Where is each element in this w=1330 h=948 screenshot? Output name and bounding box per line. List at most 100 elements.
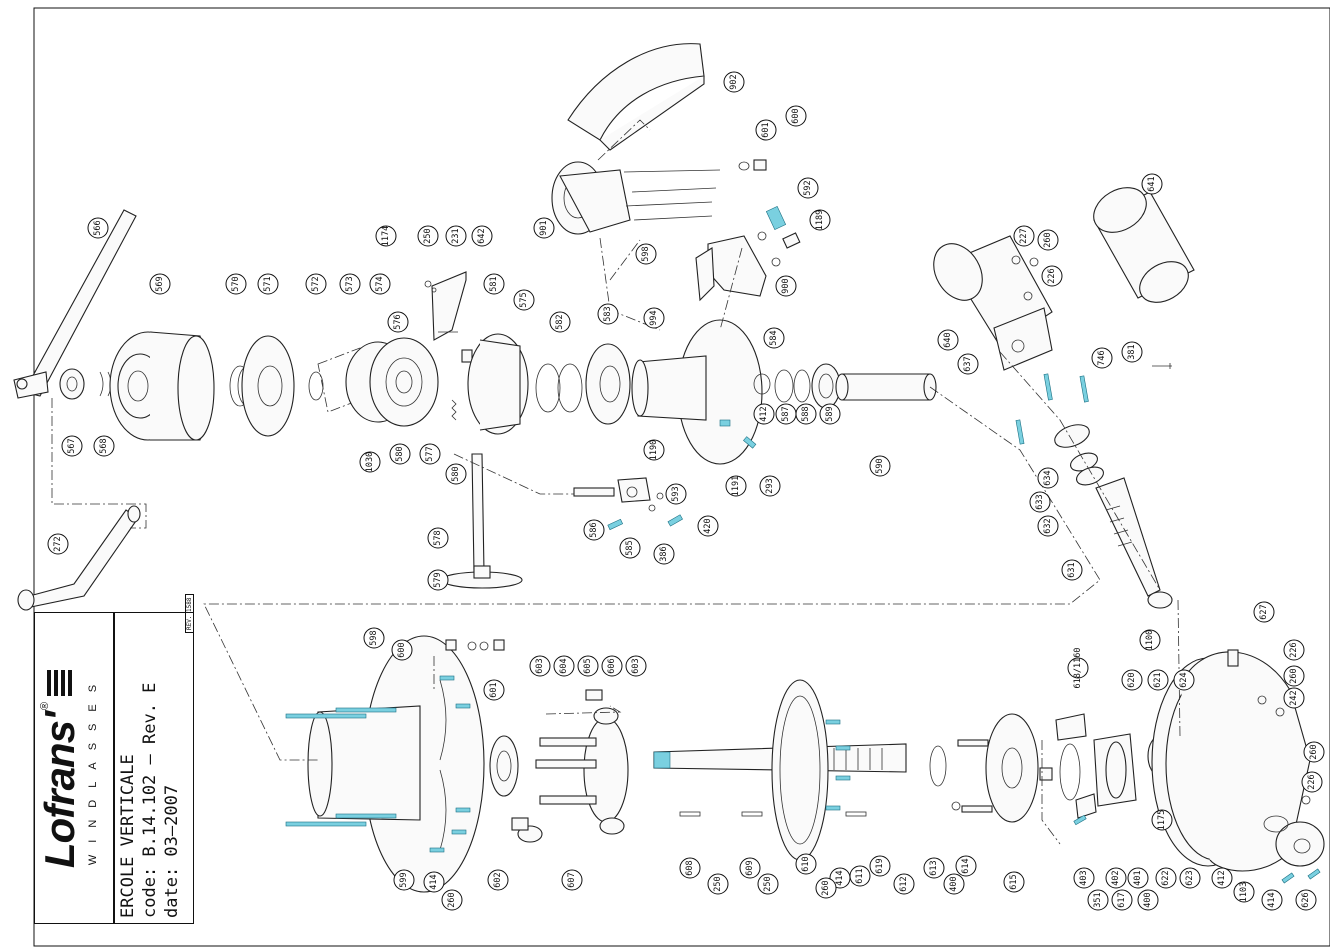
part-number: 605 [583, 658, 593, 673]
part-number: 578 [433, 530, 443, 545]
part-callout-612: 612 [893, 873, 915, 895]
part-number: 586 [589, 522, 599, 537]
part-number: 1103 [1239, 882, 1249, 902]
part-number: 1100 [1145, 630, 1155, 650]
part-callout-572: 572 [305, 273, 327, 295]
part-number: 1191 [731, 476, 741, 496]
part-callout-272: 272 [47, 533, 69, 555]
part-callout-227: 227 [1013, 225, 1035, 247]
part-number: 400 [949, 876, 959, 891]
part-callout-1189: 1189 [809, 209, 831, 231]
title-block: Lofrans' ® WINDLASSES ERCOLE VERTICALE c… [34, 594, 194, 924]
part-callout-293: 293 [759, 475, 781, 497]
part-number: 603 [535, 658, 545, 673]
center-lines [51, 119, 1181, 845]
part-callout-613: 613 [923, 857, 945, 879]
part-callout-609: 609 [739, 857, 761, 879]
part-callout-351: 351 [1087, 889, 1109, 911]
hub-1175 [1093, 733, 1137, 807]
part-number: 570 [231, 276, 241, 291]
part-number: 250 [713, 876, 723, 891]
part-callout-601: 601 [755, 119, 777, 141]
part-callout-603: 603 [529, 655, 551, 677]
part-callout-566: 566 [87, 217, 109, 239]
spring-577 [451, 399, 457, 421]
part-number: 994 [649, 310, 659, 325]
nuts-600-601-lower [445, 639, 505, 651]
part-callout-620: 620 [1121, 669, 1143, 691]
part-number: 631 [1067, 562, 1077, 577]
part-callout-1103: 1103 [1233, 881, 1255, 903]
part-callout-250: 250 [757, 873, 779, 895]
model-name: ERCOLE VERTICALE [118, 754, 138, 918]
logo-stripes [47, 669, 72, 696]
part-callout-632: 632 [1037, 515, 1059, 537]
part-number: 401 [1133, 870, 1143, 885]
part-number: 902 [729, 74, 739, 89]
part-number: 593 [671, 486, 681, 501]
circlip-613 [929, 745, 947, 787]
part-number: 601 [761, 122, 771, 137]
part-number: 231 [451, 228, 461, 243]
part-callout-604: 604 [553, 655, 575, 677]
part-number: 610 [801, 856, 811, 871]
part-number: 1190 [649, 440, 659, 460]
part-number: 641 [1147, 176, 1157, 191]
studs-598 [623, 169, 721, 221]
part-number: 599 [399, 872, 409, 887]
part-number: 619 [875, 858, 885, 873]
part-callout-403: 403 [1073, 867, 1095, 889]
part-callout-573: 573 [339, 273, 361, 295]
part-number: 623 [1185, 870, 1195, 885]
part-callout-226: 226 [1041, 265, 1063, 287]
ring-572 [308, 371, 324, 401]
part-callout-634: 634 [1037, 467, 1059, 489]
part-number: 571 [263, 276, 273, 291]
screws-226-227-260 [1011, 255, 1039, 301]
part-callout-746: 746 [1091, 347, 1113, 369]
part-callout-585: 585 [619, 537, 641, 559]
part-callout-386: 386 [653, 543, 675, 565]
part-number: 226 [1289, 642, 1299, 657]
part-callout-250: 250 [707, 873, 729, 895]
part-callout-627: 627 [1253, 601, 1275, 623]
key-381 [1152, 363, 1172, 369]
part-number: 900 [781, 278, 791, 293]
bolts-592-1189 [757, 206, 801, 267]
part-callout-260: 260 [1303, 741, 1325, 763]
part-callout-642: 642 [471, 225, 493, 247]
oring-412-lower [1059, 743, 1081, 801]
part-number: 1175 [1157, 810, 1167, 830]
motor-641 [1093, 187, 1195, 303]
gypsy-574 [345, 337, 439, 427]
plate-571 [241, 335, 295, 437]
part-callout-412: 412 [1211, 867, 1233, 889]
part-number: 642 [477, 228, 487, 243]
part-callout-588: 588 [795, 403, 817, 425]
part-callout-900: 900 [775, 275, 797, 297]
part-number: 602 [493, 872, 503, 887]
part-callout-567: 567 [61, 435, 83, 457]
drum-569 [109, 331, 215, 441]
part-callout-601: 601 [483, 679, 505, 701]
roller-901 [551, 161, 631, 235]
worm-shaft-631 [1095, 477, 1161, 597]
part-callout-623: 623 [1179, 867, 1201, 889]
brand-logo: Lofrans' [36, 712, 83, 869]
part-callout-581: 581 [483, 273, 505, 295]
part-callout-579: 579 [427, 569, 449, 591]
part-callout-637: 637 [957, 353, 979, 375]
code-line: code: B.14.102 – Rev. E [140, 682, 160, 918]
part-number: 618/1160 [1073, 648, 1083, 689]
part-number: 569 [155, 276, 165, 291]
handle-272 [17, 505, 141, 611]
part-number: 260 [1043, 232, 1053, 247]
part-callout-994: 994 [643, 307, 665, 329]
part-number: 402 [1111, 870, 1121, 885]
part-callout-1030: 1030 [359, 451, 381, 473]
drawing-frame [33, 7, 1330, 947]
part-number: 293 [765, 478, 775, 493]
part-callout-631: 631 [1061, 559, 1083, 581]
worm-wheel-615 [985, 713, 1039, 823]
